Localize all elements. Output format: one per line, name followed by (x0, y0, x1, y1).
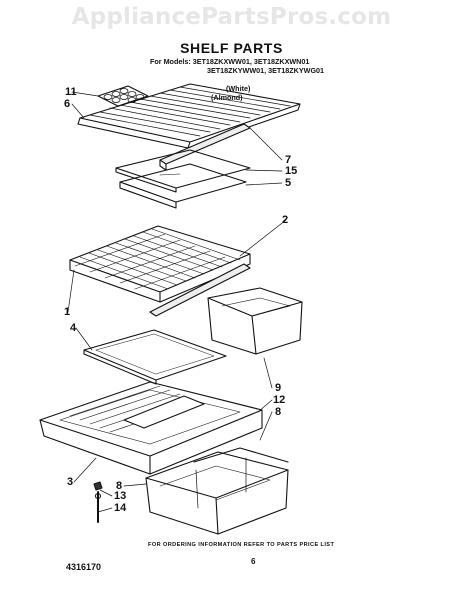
leader-lines (67, 91, 287, 513)
callout-12: 12 (273, 394, 286, 406)
callout-1: 1 (64, 306, 71, 318)
callout-3: 3 (67, 476, 74, 488)
callout-2: 2 (282, 214, 289, 226)
page-title: SHELF PARTS (180, 40, 283, 56)
callout-4: 4 (70, 322, 77, 334)
callout-8-lower: 8 (116, 480, 123, 492)
ordering-note: FOR ORDERING INFORMATION REFER TO PARTS … (148, 542, 335, 548)
crisper-cover-glass (115, 149, 251, 209)
watermark: AppliancePartsPros.com (71, 4, 392, 30)
crisper-cover-frame (39, 381, 263, 475)
crisper-drawers (145, 447, 289, 535)
color-white: (White) (226, 84, 251, 93)
top-wire-shelf (77, 83, 301, 149)
color-almond: (Almond) (211, 93, 243, 102)
document-number: 4316170 (66, 562, 102, 572)
callout-11: 11 (65, 86, 77, 98)
page-number: 6 (251, 557, 256, 566)
callout-14: 14 (114, 502, 127, 514)
egg-tray (97, 85, 149, 107)
callout-15: 15 (285, 165, 298, 177)
callout-9: 9 (275, 382, 282, 394)
callout-7: 7 (285, 154, 292, 166)
callout-6: 6 (64, 98, 71, 110)
callout-8-upper: 8 (275, 406, 282, 418)
model-line-3: (White) (Almond) (150, 75, 324, 111)
model-line-2: 3ET18ZKYWW01, 3ET18ZKYWG01 (207, 66, 325, 75)
model-list: For Models: 3ET18ZKXWW01, 3ET18ZKXWN01 3… (150, 57, 324, 111)
small-drawer-bin (207, 287, 303, 355)
wire-shelf (69, 225, 251, 303)
adjuster-hardware (93, 481, 103, 523)
model-line-1: For Models: 3ET18ZKXWW01, 3ET18ZKXWN01 (150, 57, 310, 66)
wire-shelf-trim (149, 263, 251, 317)
glass-plate (83, 329, 227, 385)
callout-13: 13 (114, 490, 127, 502)
callout-5: 5 (285, 177, 292, 189)
